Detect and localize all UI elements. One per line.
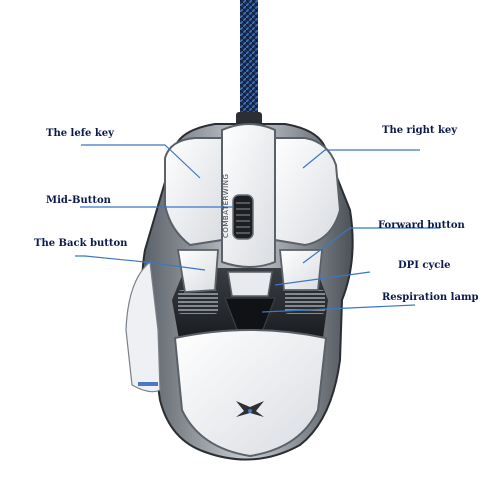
label-back-button: The Back button — [34, 238, 128, 249]
label-forward-button: Forward button — [378, 220, 465, 231]
back-button — [176, 249, 219, 293]
side-accent-strip — [138, 382, 158, 386]
callout-lines — [75, 144, 440, 313]
label-mid-button: Mid-Button — [46, 195, 111, 206]
wing-logo-icon — [236, 401, 264, 417]
label-left-key: The lefe key — [46, 128, 114, 139]
callout-left-key — [81, 144, 201, 179]
label-right-key: The right key — [382, 125, 458, 136]
braided-cable — [240, 0, 258, 120]
brand-text: COMBATERWING — [222, 173, 230, 238]
label-dpi-cycle: DPI cycle — [398, 260, 451, 271]
callout-right-key — [302, 149, 420, 169]
callout-forward-button — [302, 227, 440, 264]
callout-dpi-cycle — [274, 271, 371, 286]
right-key — [274, 137, 342, 247]
mid-button-wheel — [232, 194, 254, 240]
right-spring — [285, 290, 325, 314]
callout-respiration-lamp — [261, 304, 416, 313]
palm-rest — [173, 329, 328, 458]
left-key — [164, 137, 223, 247]
left-spring — [178, 290, 218, 314]
callout-back-button — [75, 255, 206, 271]
dpi-cycle-button — [227, 271, 273, 297]
thumb-rest — [125, 260, 161, 393]
label-respiration-lamp: Respiration lamp — [382, 292, 479, 303]
